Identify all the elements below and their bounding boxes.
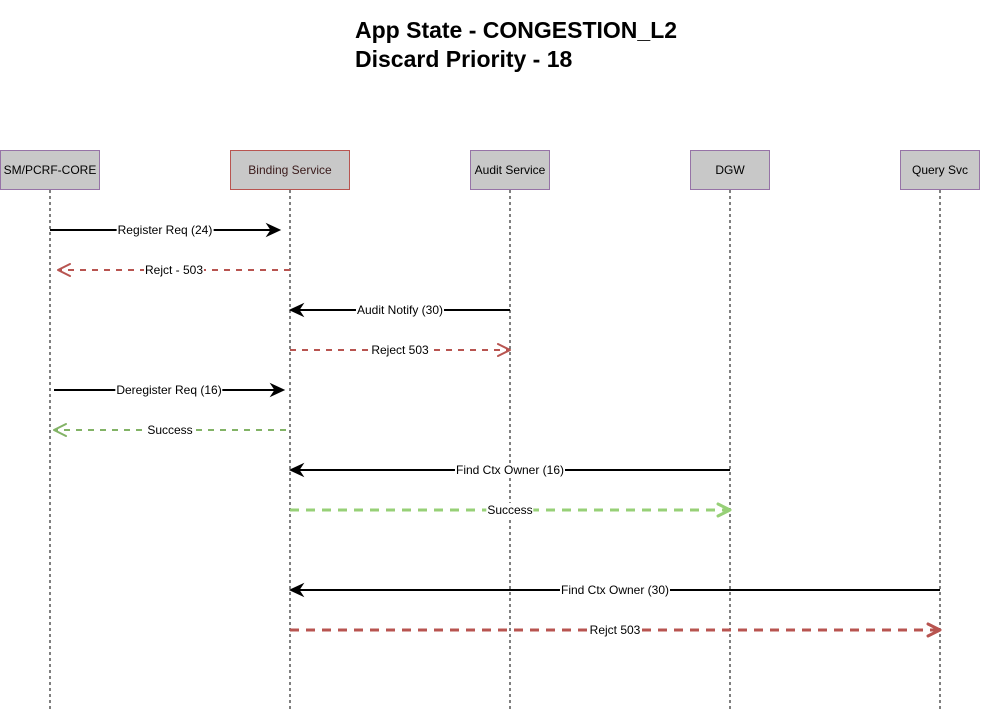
title-discard-priority: Discard Priority - 18 <box>355 46 573 72</box>
message-label: Reject 503 <box>370 343 430 357</box>
arrowhead-filled-icon <box>288 302 305 318</box>
message-label: Success <box>486 503 534 517</box>
arrowhead-open-icon <box>53 423 67 437</box>
message-label: Find Ctx Owner (30) <box>559 583 671 597</box>
arrowhead-filled-icon <box>288 582 305 598</box>
arrowhead-open-icon <box>716 502 732 518</box>
arrowhead-filled-icon <box>269 382 286 398</box>
participant-query-svc[interactable]: Query Svc <box>900 150 980 190</box>
message-arrow <box>290 502 732 518</box>
arrowhead-filled-icon <box>265 222 282 238</box>
message-label: Register Req (24) <box>116 223 214 237</box>
title-app-state: App State - CONGESTION_L2 <box>355 17 678 43</box>
diagram-title: App State - CONGESTION_L2 Discard Priori… <box>355 16 677 74</box>
arrowhead-filled-icon <box>288 462 305 478</box>
participant-label: Query Svc <box>911 163 968 177</box>
participant-label: Audit Service <box>474 163 546 177</box>
arrowhead-open-icon <box>926 622 942 638</box>
participant-sm-pcrf-core[interactable]: SM/PCRF-CORE <box>0 150 100 190</box>
participant-dgw[interactable]: DGW <box>690 150 770 190</box>
participant-audit-service[interactable]: Audit Service <box>470 150 550 190</box>
message-label: Rejct 503 <box>588 623 642 637</box>
message-label: Deregister Req (16) <box>115 383 223 397</box>
message-arrow <box>53 423 286 437</box>
participant-label: DGW <box>715 163 745 177</box>
message-arrow <box>57 263 290 277</box>
participant-label: Binding Service <box>248 163 332 177</box>
message-label: Audit Notify (30) <box>355 303 445 317</box>
arrowhead-open-icon <box>497 343 511 357</box>
participant-binding-service[interactable]: Binding Service <box>230 150 350 190</box>
arrowhead-open-icon <box>57 263 71 277</box>
message-label: Find Ctx Owner (16) <box>454 463 566 477</box>
participant-label: SM/PCRF-CORE <box>3 163 97 177</box>
message-label: Rejct - 503 <box>143 263 205 277</box>
message-label: Success <box>146 423 194 437</box>
